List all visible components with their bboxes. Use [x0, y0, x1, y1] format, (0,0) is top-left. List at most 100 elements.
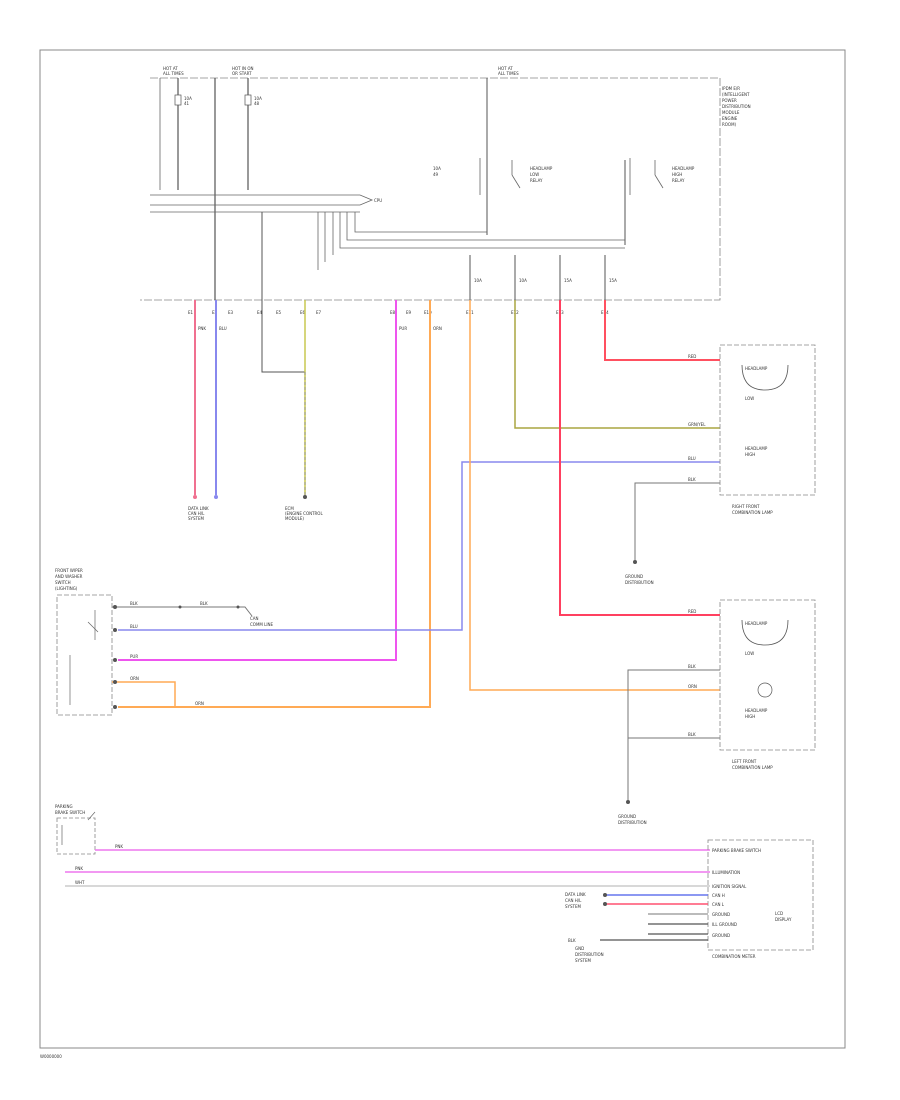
meter-row-7: ILL GROUND [712, 922, 737, 927]
gnd-right-1: GROUND [625, 574, 643, 579]
right-front-lamp: HEADLAMP LOW HEADLAMP HIGH RIGHT FRONT C… [719, 344, 816, 515]
lamp-l-title-1: LEFT FRONT [732, 759, 757, 764]
fuse2-number: 48 [254, 101, 260, 106]
wires-right: RED GRN/YEL BLU RED ORN BLK GROUND DISTR… [118, 300, 720, 825]
lamp-l-hi-2: HIGH [745, 714, 755, 719]
meter-can-ref-2: CAN H/L [565, 898, 582, 903]
gnd-left-2: DISTRIBUTION [618, 820, 647, 825]
pin-e4: E4 [257, 310, 263, 315]
switch-row3: PUR [130, 654, 138, 659]
label-hot-c-1: HOT AT [498, 66, 513, 71]
pin-e9: E9 [406, 310, 412, 315]
pin-e3: E3 [228, 310, 234, 315]
can-ref-3: SYSTEM [188, 516, 204, 521]
ipdm-title-4: DISTRIBUTION [722, 104, 751, 109]
lamp-l-lo-2: LOW [745, 651, 754, 656]
wire-label-red-2: RED [688, 609, 696, 614]
pin-e1: E1 [188, 310, 194, 315]
lamp-r-lo-1: HEADLAMP [745, 366, 768, 371]
wire-label-grn: GRN/YEL [688, 422, 706, 427]
meter-can-ref-1: DATA LINK [565, 892, 586, 897]
meter-can-ref-3: SYSTEM [565, 904, 581, 909]
fuse2-rating: 10A [254, 96, 262, 101]
gnd-left-1: GROUND [618, 814, 636, 819]
meter-row-5: CAN L [712, 902, 725, 907]
diagram-frame [39, 49, 846, 1049]
pin-e7: E7 [316, 310, 322, 315]
ipdm-title-3: POWER [722, 98, 737, 103]
switch-row2: BLU [130, 624, 138, 629]
meter-row-3: IGNITION SIGNAL [712, 884, 747, 889]
fuse-row-2: 10A [519, 278, 527, 283]
lamp-l-hi-1: HEADLAMP [745, 708, 768, 713]
ipdm-module: HOT AT ALL TIMES HOT IN ON OR START HOT … [140, 66, 751, 315]
wire-label-red-1: RED [688, 354, 696, 359]
wires-left: PNK BLU DATA LINK CAN H/L SYSTEM ECM (EN… [118, 300, 442, 708]
parking-title-1: PARKING [55, 804, 73, 809]
label-hot-a-2: ALL TIMES [163, 71, 184, 76]
footer-code: W0000000 [40, 1054, 62, 1059]
ipdm-title-2: (INTELLIGENT [722, 92, 750, 97]
label-hot-a-1: HOT AT [163, 66, 178, 71]
meter-row-2: ILLUMINATION [712, 870, 740, 875]
lamp-l-title-2: COMBINATION LAMP [732, 765, 773, 770]
parking-wire-1: PNK [115, 844, 123, 849]
switch-title-2: AND WASHER [55, 574, 83, 579]
lamp-l-lo-1: HEADLAMP [745, 621, 768, 626]
fuse-row-1: 10A [474, 278, 482, 283]
meter-title: COMBINATION METER [712, 954, 756, 959]
lamp-r-hi-1: HEADLAMP [745, 446, 768, 451]
pin-e2: E2 [212, 310, 218, 315]
gnd-right-2: DISTRIBUTION [625, 580, 654, 585]
can-ref-1: DATA LINK [188, 506, 209, 511]
relay-lo-1: HEADLAMP [530, 166, 553, 171]
wire-label-purple: PUR [399, 326, 407, 331]
switch-title-1: FRONT WIPER [55, 568, 83, 573]
label-hot-c-2: ALL TIMES [498, 71, 519, 76]
cpu-label: CPU [374, 198, 382, 203]
fuse1-rating: 10A [184, 96, 192, 101]
pin-e8: E8 [390, 310, 396, 315]
wire-label-orn: ORN [688, 684, 697, 689]
left-front-lamp: HEADLAMP LOW HEADLAMP HIGH LEFT FRONT CO… [719, 599, 816, 770]
lamp-r-hi-2: HIGH [745, 452, 755, 457]
switch-title-4: (LIGHTING) [55, 586, 78, 591]
fuse-row-4: 15A [609, 278, 617, 283]
wire-label-blk-1: BLK [688, 477, 696, 482]
switch-row4: ORN [130, 676, 139, 681]
ipdm-title-1: IPDM E/R [722, 86, 740, 91]
switch-row5: ORN [195, 701, 204, 706]
ipdm-title-7: ROOM) [722, 122, 737, 127]
meter-row-1: PARKING BRAKE SWITCH [712, 848, 761, 853]
wire-label-orange: ORN [433, 326, 442, 331]
meter-row-6: GROUND [712, 912, 730, 917]
can-comm-1: CAN [250, 616, 259, 621]
lamp-r-title-1: RIGHT FRONT [732, 504, 760, 509]
fuse3-number: 49 [433, 172, 439, 177]
meter-row-4: CAN H [712, 893, 725, 898]
can-ref-2: CAN H/L [188, 511, 205, 516]
relay-lo-2: LOW [530, 172, 539, 177]
switch-row1-a: BLK [130, 601, 138, 606]
fuse3-rating: 10A [433, 166, 441, 171]
switch-row1-b: BLK [200, 601, 208, 606]
meter-gnd-ref-1: GND [575, 946, 584, 951]
ecm-ref-3: MODULE) [285, 516, 304, 521]
ipdm-title-5: MODULE [722, 110, 740, 115]
combination-meter: PARKING BRAKE SWITCH ILLUMINATION IGNITI… [565, 839, 814, 963]
wire-label-blk-2: BLK [688, 664, 696, 669]
parking-wire-3: WHT [75, 880, 85, 885]
ipdm-title-6: ENGINE [722, 116, 738, 121]
relay-lo-3: RELAY [530, 178, 543, 183]
lighting-switch: FRONT WIPER AND WASHER SWITCH (LIGHTING)… [55, 568, 274, 716]
lamp-r-title-2: COMBINATION LAMP [732, 510, 773, 515]
can-comm-2: COMM LINE [250, 622, 274, 627]
meter-gnd-ref-3: SYSTEM [575, 958, 591, 963]
label-hot-b-1: HOT IN ON [232, 66, 253, 71]
ecm-ref-2: (ENGINE CONTROL [285, 511, 323, 516]
relay-hi-2: HIGH [672, 172, 682, 177]
pin-e6: E6 [300, 310, 306, 315]
meter-gnd-code: BLK [568, 938, 576, 943]
wire-label-pink: PNK [198, 326, 206, 331]
